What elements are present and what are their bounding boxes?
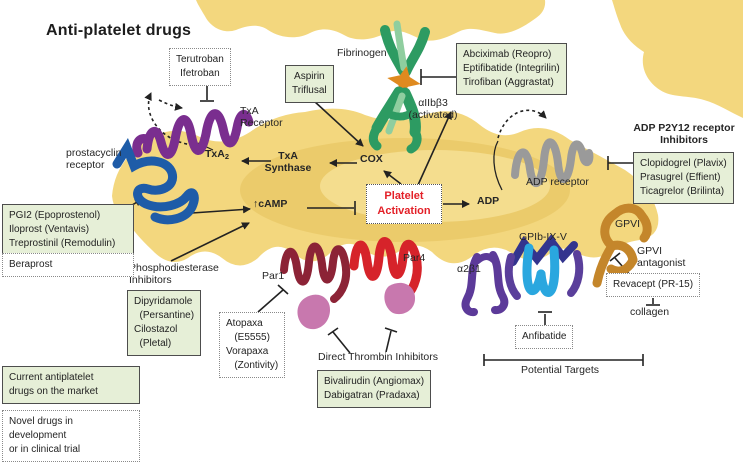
a2b1-label: α2β1 <box>457 263 481 275</box>
inhibit-dti-thrombin2 <box>385 330 392 353</box>
arrow-adp-release-curve <box>497 109 547 139</box>
clopidogrel-box: Clopidogrel (Plavix) Prasugrel (Effient)… <box>633 152 734 204</box>
inhibit-dti-thrombin1 <box>332 331 351 354</box>
legend-current-box: Current antiplatelet drugs on the market <box>2 366 140 404</box>
beraprost-box: Beraprost <box>2 253 134 277</box>
prostacyclin-receptor-shape <box>112 138 199 225</box>
aiibb3-label: αIIbβ3 (activated) <box>408 97 458 122</box>
platelet-activation-box: Platelet Activation <box>366 184 442 224</box>
tbar-dti2 <box>384 327 398 333</box>
arrow-activation-to-aiibb3 <box>417 111 452 186</box>
aspirin-box: Aspirin Triflusal <box>285 65 334 103</box>
anfibatide-box: Anfibatide <box>515 325 574 349</box>
dipyridamole-box: Dipyridamole (Persantine) Cilostazol (Pl… <box>127 290 202 356</box>
tbar-revacept-gpvi <box>609 252 621 262</box>
txa2-subscript: 2 <box>224 152 230 161</box>
txa-receptor-shape <box>132 109 254 159</box>
neighbor-cell-topright <box>612 0 743 118</box>
thrombin-blob-1 <box>297 294 331 330</box>
potential-targets-label: Potential Targets <box>521 364 600 376</box>
a2b1-receptor-shape <box>461 251 509 317</box>
adp-receptor-shape <box>511 138 594 187</box>
atopaxa-box: Atopaxa (E5555) Vorapaxa (Zontivity) <box>219 312 286 378</box>
gpvi-receptor-shape <box>592 203 652 288</box>
neighbor-cell-top <box>196 0 546 41</box>
p2y12-inhibitors-label: ADP P2Y12 receptor Inhibitors <box>633 122 735 147</box>
bivalirudin-box: Bivalirudin (Angiomax) Dabigatran (Prada… <box>317 370 432 408</box>
txa2-base: TxA <box>205 148 225 160</box>
page-title: Anti-platelet drugs <box>46 22 192 39</box>
par4-label: Par4 <box>403 252 426 264</box>
adp-receptor-label: ADP receptor <box>526 176 589 188</box>
arrow-prostacyclin-to-camp <box>191 205 251 214</box>
arrow-activation-to-cox <box>383 170 402 185</box>
thrombin-blob-2 <box>384 282 416 315</box>
arrow-txa2-release-curve <box>144 92 194 146</box>
tbar-atopaxa <box>277 284 289 295</box>
par4-receptor-shape <box>349 237 422 300</box>
tbar-dti1 <box>327 327 339 336</box>
pde-inhibitors-label: Phosphodiesterase Inhibitors <box>129 262 219 287</box>
inhibit-atopaxa-par1 <box>257 289 284 313</box>
fibrinogen-star <box>387 66 421 96</box>
txa-receptor-label: TxA Receptor <box>240 105 283 130</box>
gpvi-antagonist-label: GPVI antagonist <box>637 245 686 270</box>
txa2-label: TxA2 <box>205 148 229 162</box>
fibrinogen-complex-shape <box>368 20 430 154</box>
collagen-label: collagen <box>630 306 670 318</box>
arrow-aspirin-to-cox <box>313 100 364 147</box>
gpib-receptor-shape <box>504 234 584 300</box>
camp-label: ↑cAMP <box>253 198 288 210</box>
arrow-pde-to-camp <box>170 222 250 262</box>
gpvi-label: GPVI <box>615 218 641 230</box>
cox-label: COX <box>360 153 383 165</box>
abciximab-box: Abciximab (Reopro) Eptifibatide (Integri… <box>456 43 567 95</box>
pgi2-box: PGI2 (Epoprostenol) Iloprost (Ventavis) … <box>2 204 134 256</box>
direct-thrombin-inhibitors-label: Direct Thrombin Inhibitors <box>318 351 439 363</box>
terutroban-box: Terutroban Ifetroban <box>169 48 231 86</box>
revacept-box: Revacept (PR-15) <box>606 273 701 297</box>
txa-synthase-label: TxA Synthase <box>264 150 312 175</box>
gpib-label: GPIb-IX-V <box>519 231 567 243</box>
prostacyclin-receptor-label: prostacyclin receptor <box>66 147 122 172</box>
line-adp-up <box>493 140 503 191</box>
legend-novel-box: Novel drugs in development or in clinica… <box>2 410 140 462</box>
adp-label: ADP <box>477 195 500 207</box>
par1-receptor-shape <box>280 242 351 303</box>
par1-label: Par1 <box>262 270 285 282</box>
fibrinogen-label: Fibrinogen <box>337 47 387 59</box>
arrow-txa2-to-receptor-curve <box>158 99 183 111</box>
